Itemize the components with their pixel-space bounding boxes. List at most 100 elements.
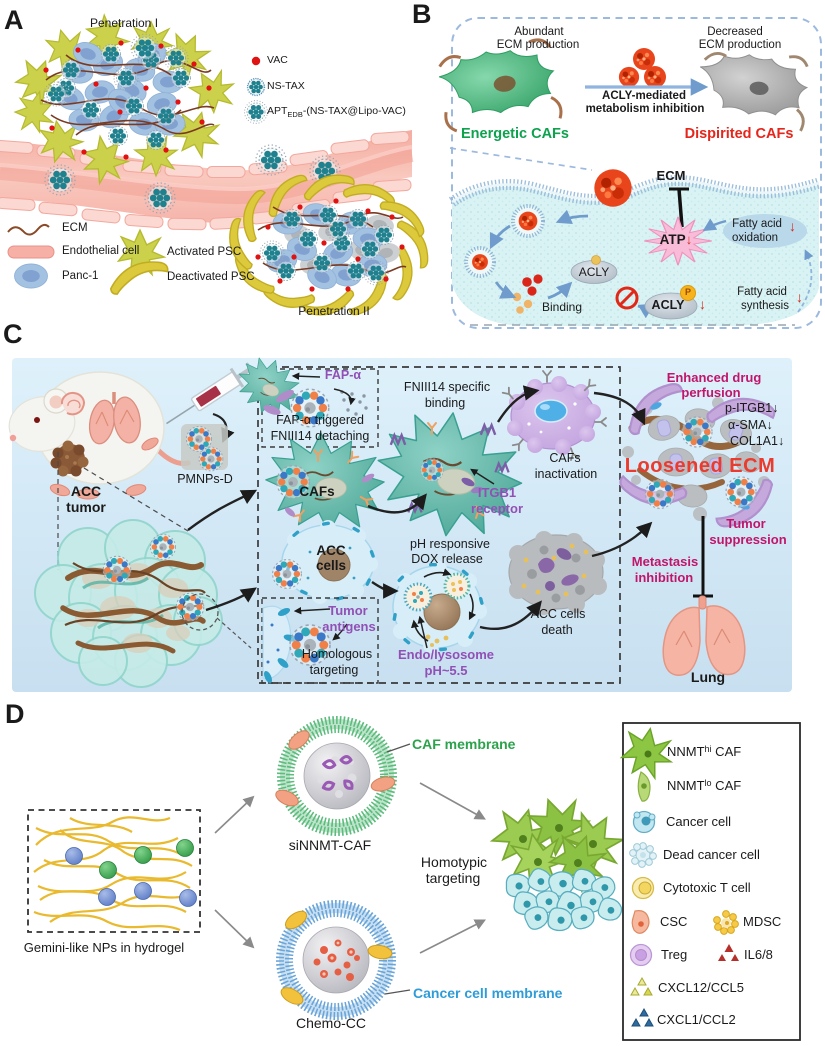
trafficking-arrow <box>489 224 511 250</box>
flow-arrow <box>591 521 653 558</box>
sirna-strands <box>321 755 354 791</box>
released-drug-dots <box>512 274 543 314</box>
legend-d-icons <box>618 723 739 1027</box>
flow-arrow <box>371 581 399 599</box>
legend-a-icons <box>7 56 267 296</box>
decreased-ecm-line1: Decreased <box>707 26 763 38</box>
legend-deactivated-psc-label: Deactivated PSC <box>167 271 255 283</box>
sinnmt-np-icon <box>99 861 117 879</box>
dox-core <box>423 593 461 631</box>
zoom-dashed-line <box>83 467 189 532</box>
legend-vac-label: VAC <box>267 54 288 66</box>
endo-lysosome-line2: pH~5.5 <box>424 663 468 678</box>
itgb1-label-arrow <box>470 468 495 485</box>
acly-mediated-line1: ACLY-mediated <box>602 90 686 102</box>
fap-trigger-line2: FNIII14 detaching <box>270 429 370 443</box>
acc-tumor-line1: ACC <box>70 483 102 499</box>
dead-acc-cell <box>508 531 607 615</box>
metabolism-cycle-arrow <box>797 249 814 313</box>
chemo-np-icon <box>65 847 83 865</box>
pmnps-box <box>181 424 228 472</box>
il68-icon <box>718 944 739 961</box>
acly-mediated-line2: metabolism inhibition <box>585 103 705 115</box>
atp-label: ATP↓ <box>659 232 693 247</box>
cancer-membrane-leader <box>384 989 411 995</box>
caf-membrane-leader <box>386 743 411 753</box>
mouse-eye <box>34 417 40 423</box>
endo-label-arrow <box>417 615 428 649</box>
metastasis-line1: Metastasis <box>631 554 699 569</box>
endo-lysosome-line1: Endo/lysosome <box>397 647 495 662</box>
flow-arrow <box>367 493 427 514</box>
nnmt-hi-caf-icon <box>618 723 677 782</box>
lung-illustration <box>662 595 746 676</box>
cancer-membrane-protein <box>284 910 308 930</box>
ns-tax-icon <box>246 77 266 97</box>
acly1-label: ACLY <box>578 265 610 279</box>
chemo-np-icon <box>179 889 197 907</box>
acc-cells-line1: ACC <box>316 543 346 558</box>
panc1-icon <box>13 263 49 289</box>
abundant-ecm-line2: ECM production <box>496 39 580 51</box>
homotypic-line1: Homotypic <box>420 854 488 870</box>
deactivated-psc-icon <box>107 259 171 296</box>
metastasis-line2: inhibition <box>634 570 694 585</box>
fatty-synthesis-line1: Fatty acid <box>737 286 787 298</box>
homologous-line2: targeting <box>309 663 359 677</box>
tumor-antigens-line2: antigens <box>322 619 376 634</box>
sinnmt-np-icon <box>176 839 194 857</box>
lyso-vesicle <box>443 572 471 600</box>
endothelial-cell-icon <box>7 245 55 259</box>
ecm-icon <box>7 223 50 236</box>
fniii14-line2: binding <box>424 396 466 410</box>
loosened-ecm-label: Loosened ECM <box>624 455 776 477</box>
mouse-foot <box>49 483 71 497</box>
mdsc-icon <box>713 910 739 935</box>
chemo-np-icon <box>98 888 116 906</box>
process-dashed-box <box>257 366 621 684</box>
chemo-np-icon <box>134 882 152 900</box>
loosened-ecm-art <box>615 378 782 532</box>
caf-cell-cluster <box>486 788 634 897</box>
legend-nnmt-lo: NNMTlo CAF <box>667 778 742 793</box>
fatty-synthesis-line2: synthesis <box>741 300 789 312</box>
mouse-paw <box>141 437 159 451</box>
mouse-ribcage <box>60 391 85 416</box>
panel-a-art <box>0 8 431 320</box>
acc-cells-line2: cells <box>315 558 347 573</box>
binding-arrow <box>547 281 573 300</box>
fap-detaching-art <box>228 349 368 428</box>
tumor-suppression-line1: Tumor <box>726 516 766 531</box>
tumor-suppression-line2: suppression <box>709 532 787 547</box>
prohibition-icon <box>615 286 639 310</box>
acc-death-line1: ACC cells <box>530 607 586 621</box>
cancer-membrane-protein <box>280 987 304 1005</box>
oxidation-down-arrow: ↓ <box>789 218 796 234</box>
legend-activated-psc-label: Activated PSC <box>167 246 242 258</box>
acc-death-line2: death <box>541 623 573 637</box>
nnmt-lo-caf-icon <box>637 771 651 802</box>
phosphate-icon <box>680 285 696 301</box>
panel-b-dashed-border <box>451 17 822 329</box>
legend-nstax-label: NS-TAX <box>267 80 305 92</box>
fniii14-line1: FNIII14 specific <box>403 380 491 394</box>
cancer-cell-icon <box>632 810 656 834</box>
fniii14-bound-caf-cell <box>368 402 531 547</box>
nanoparticle-on-membrane <box>594 169 632 207</box>
tumor-antigens-line1: Tumor <box>328 603 368 618</box>
ecm-label: ECM <box>656 168 686 183</box>
gemini-label: Gemini-like NPs in hydrogel <box>23 940 185 955</box>
ph-responsive-line2: DOX release <box>411 552 483 566</box>
energetic-cafs-label: Energetic CAFs <box>461 126 569 142</box>
nanoparticle-icon <box>644 66 666 88</box>
branch-arrow-up <box>214 795 255 834</box>
acc-tumor-line2: tumor <box>66 499 106 515</box>
panel-d-art <box>27 716 801 1041</box>
dispirited-caf-cell <box>699 52 809 132</box>
mouse-foot <box>125 484 147 496</box>
panel-a-label: A <box>4 5 24 35</box>
legend-cxcl1: CXCL1/CCL2 <box>657 1012 736 1027</box>
penetration-1-label: Penetration I <box>89 16 159 30</box>
tumor-penetration-1 <box>8 8 243 192</box>
